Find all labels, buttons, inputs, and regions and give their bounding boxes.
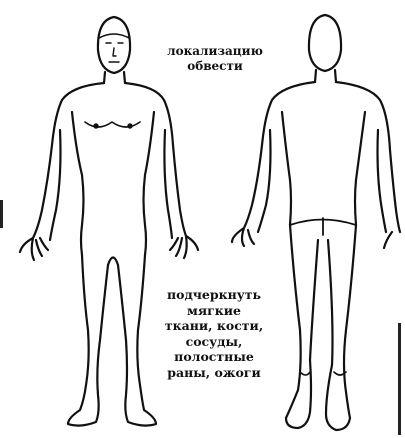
note-bottom-line: подчеркнуть: [142, 287, 286, 303]
frame-border-mark: [398, 323, 405, 435]
back-right-torso: [355, 112, 365, 225]
front-left-arm: [20, 83, 104, 260]
note-bottom-line: раны, ожоги: [142, 365, 286, 381]
note-bottom-line: ткани, кости,: [142, 318, 286, 334]
back-buttocks: [290, 218, 356, 235]
back-left-inner-arm: [258, 130, 271, 232]
front-right-inner-arm: [164, 130, 172, 238]
back-head: [309, 15, 341, 71]
note-top-line: локализацию: [150, 44, 280, 59]
front-face: [106, 43, 123, 62]
front-left-torso: [72, 112, 84, 255]
note-bottom-line: мягкие: [142, 303, 286, 319]
front-right-arm: [125, 83, 198, 258]
note-bottom-line: полостные: [142, 349, 286, 365]
front-nipple-right: [128, 124, 131, 127]
note-top-line: обвести: [150, 59, 280, 74]
back-heel-marks: [300, 372, 346, 375]
front-crotch: [108, 258, 118, 266]
note-injury-types: подчеркнуть мягкие ткани, кости, сосуды,…: [142, 287, 286, 380]
back-left-leg: [286, 225, 318, 428]
front-head: [98, 17, 130, 73]
back-right-arm: [336, 82, 400, 248]
note-localization: локализацию обвести: [150, 44, 280, 74]
front-right-torso: [144, 112, 155, 255]
front-hairline: [99, 34, 129, 38]
back-right-inner-arm: [378, 130, 387, 232]
note-bottom-line: сосуды,: [142, 334, 286, 350]
front-nipple-left: [94, 124, 97, 127]
front-left-leg: [68, 255, 108, 426]
back-right-leg: [326, 225, 356, 430]
back-left-torso: [282, 112, 291, 225]
